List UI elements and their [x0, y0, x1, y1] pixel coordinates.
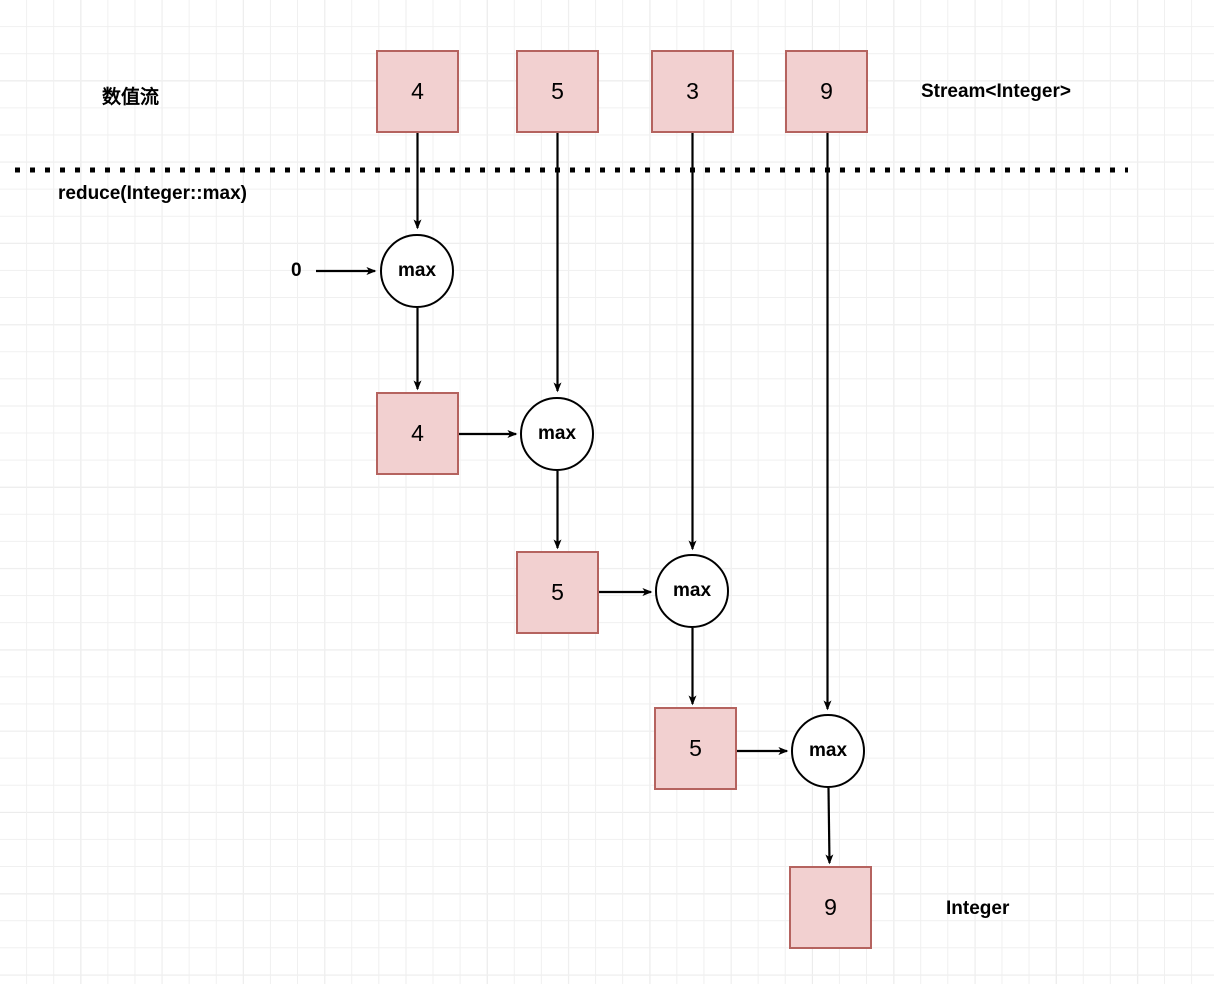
- operation-label: reduce(Integer::max): [58, 183, 247, 204]
- stream-source-label: 数值流: [102, 87, 160, 108]
- result-type-label: Integer: [946, 898, 1010, 919]
- accumulator-circle-1: max: [520, 397, 594, 471]
- source-box-3: 9: [785, 50, 868, 133]
- source-box-1: 5: [516, 50, 599, 133]
- intermediate-box-0: 4: [376, 392, 459, 475]
- stream-type-label: Stream<Integer>: [921, 81, 1071, 102]
- result-box: 9: [789, 866, 872, 949]
- accumulator-circle-0: max: [380, 234, 454, 308]
- accumulator-circle-3: max: [791, 714, 865, 788]
- accumulator-circle-2: max: [655, 554, 729, 628]
- intermediate-box-2: 5: [654, 707, 737, 790]
- intermediate-box-1: 5: [516, 551, 599, 634]
- seed-value-label: 0: [291, 260, 302, 281]
- edge-max4-to-result: [825, 787, 834, 865]
- source-box-2: 3: [651, 50, 734, 133]
- source-box-0: 4: [376, 50, 459, 133]
